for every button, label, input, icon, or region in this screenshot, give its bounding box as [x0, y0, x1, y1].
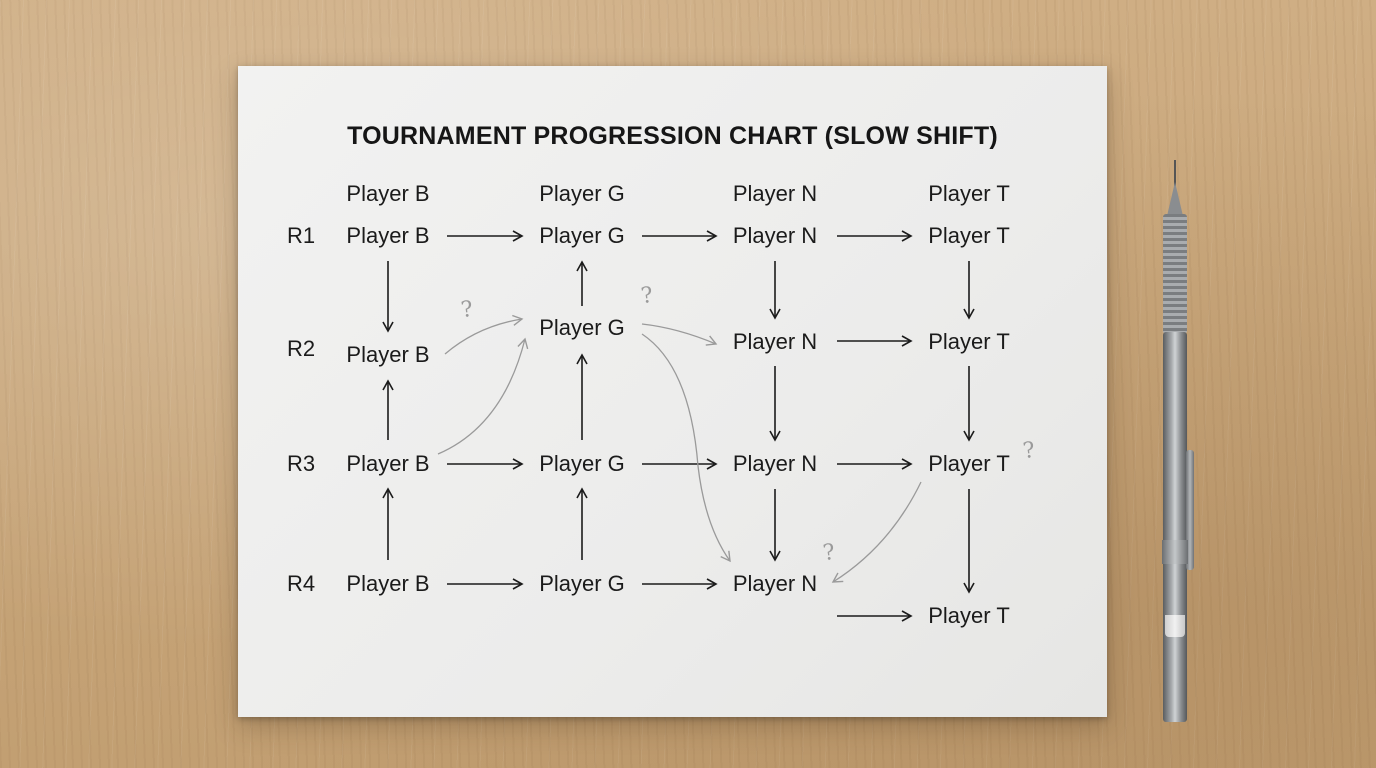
mechanical-pencil [1158, 160, 1198, 722]
r2-player-t: Player T [928, 329, 1010, 354]
header-player-b: Player B [346, 181, 430, 206]
r4-player-b: Player B [346, 571, 430, 596]
r2-player-n: Player N [732, 329, 818, 354]
diagram-title: TOURNAMENT PROGRESSION CHART (SLOW SHIFT… [347, 122, 998, 150]
round-label-r2: R2 [286, 336, 316, 361]
pencil-lead [1174, 160, 1176, 188]
pencil-barrel [1163, 332, 1187, 722]
pencil-clip [1186, 450, 1194, 570]
r1-player-t: Player T [928, 223, 1010, 248]
edges-layer [382, 230, 975, 622]
pencil-eraser [1165, 615, 1185, 637]
r1-player-b: Player B [346, 223, 430, 248]
paper-sheet: TOURNAMENT PROGRESSION CHART (SLOW SHIFT… [238, 66, 1107, 717]
r1-player-g: Player G [539, 223, 625, 248]
r3-player-t: Player T [928, 451, 1010, 476]
pencil-ring [1162, 540, 1188, 564]
header-player-g: Player G [539, 181, 625, 206]
r4-player-g: Player G [539, 571, 625, 596]
faint-edge-r2b-to-r2g [444, 314, 524, 355]
r3-player-n: Player N [732, 451, 818, 476]
header-player-n: Player N [732, 181, 818, 206]
r4-player-n: Player N [732, 571, 818, 596]
faint-edge-r3t-to-r4n [831, 481, 922, 583]
r2-player-g: Player G [539, 315, 625, 340]
r3-player-b: Player B [346, 451, 430, 476]
r5-player-t: Player T [928, 603, 1010, 628]
pencil-cone [1167, 182, 1183, 216]
round-label-r1: R1 [286, 223, 316, 248]
pencil-grip [1163, 214, 1187, 334]
header-player-t: Player T [928, 181, 1010, 206]
faint-edge-r2g-to-r4n [641, 333, 731, 563]
round-label-r3: R3 [286, 451, 316, 476]
r1-player-n: Player N [732, 223, 818, 248]
faint-edge-r3b-to-r2g [437, 337, 529, 455]
r3-player-g: Player G [539, 451, 625, 476]
round-label-r4: R4 [286, 571, 316, 596]
faint-edge-r2g-to-r2n [641, 323, 718, 346]
r2-player-b: Player B [346, 342, 430, 367]
